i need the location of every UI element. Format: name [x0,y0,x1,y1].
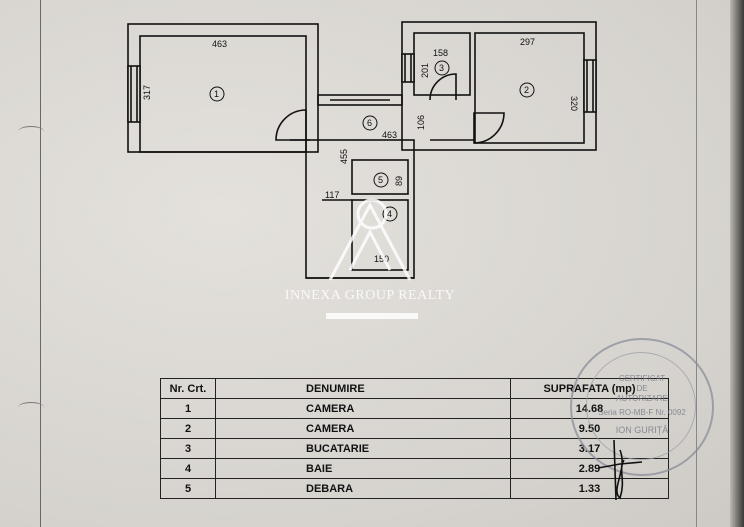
dim-kitchen-height: 201 [420,63,430,78]
table-row: 5 DEBARA 1.33 [160,478,669,499]
dim-room1-height: 317 [142,85,152,100]
bath-outline [351,199,409,271]
row-name: CAMERA [215,398,511,419]
dim-room1-width: 463 [212,39,227,49]
room-number-5: 5 [378,175,383,185]
stamp-line-4: Seria RO-MB-F Nr. 0092 [598,408,686,417]
watermark-text: INNEXA GROUP REALTY [284,288,456,303]
row-nr: 3 [160,438,216,459]
dim-bath-width: 150 [374,254,389,264]
row-nr: 2 [160,418,216,439]
watermark-logo-icon [326,198,418,319]
room-1-inner [139,35,307,153]
dim-corridor-length: 455 [339,149,349,164]
room-number-3: 3 [439,63,444,73]
dim-room2-width: 297 [520,37,535,47]
dim-hall-width: 463 [382,130,397,140]
dim-room2-height: 320 [569,96,579,111]
punch-hole-mark [18,126,44,137]
room-number-6: 6 [367,118,372,128]
row-name: BUCATARIE [215,438,511,459]
header-denumire: DENUMIRE [215,378,511,399]
punch-hole-mark [18,402,44,413]
room-2-inner [474,32,585,144]
row-nr: 5 [160,478,216,499]
stamp-line-1: CERTIFICAT [618,374,666,383]
stamp-line-3: AUTORIZARE [616,394,668,403]
room-number-4: 4 [387,209,392,219]
dim-kitchen-width: 158 [433,48,448,58]
row-name: DEBARA [215,478,511,499]
room-number-1: 1 [214,89,219,99]
signature-mark [597,439,643,501]
header-nr: Nr. Crt. [160,378,216,399]
storage-outline [351,159,409,195]
row-nr: 1 [160,398,216,419]
page-edge-shadow [730,0,744,527]
row-nr: 4 [160,458,216,479]
certification-stamp: CERTIFICAT DE AUTORIZARE Seria RO-MB-F N… [570,338,714,476]
stamp-line-2: DE [636,384,648,393]
dim-corridor-width: 117 [325,190,339,200]
margin-line-left [40,0,41,527]
dim-hall-height: 106 [416,115,426,130]
margin-line-right [696,0,697,527]
row-name: BAIE [215,458,511,479]
room-number-2: 2 [524,85,529,95]
row-name: CAMERA [215,418,511,439]
stamp-line-5: ION GURIȚĂ [615,425,669,435]
dim-storage-height: 89 [394,176,404,186]
area-legend-table: Nr. Crt. DENUMIRE SUPRAFATA (mp) 1 CAMER… [160,378,669,499]
row-area: 1.33 [510,478,669,499]
